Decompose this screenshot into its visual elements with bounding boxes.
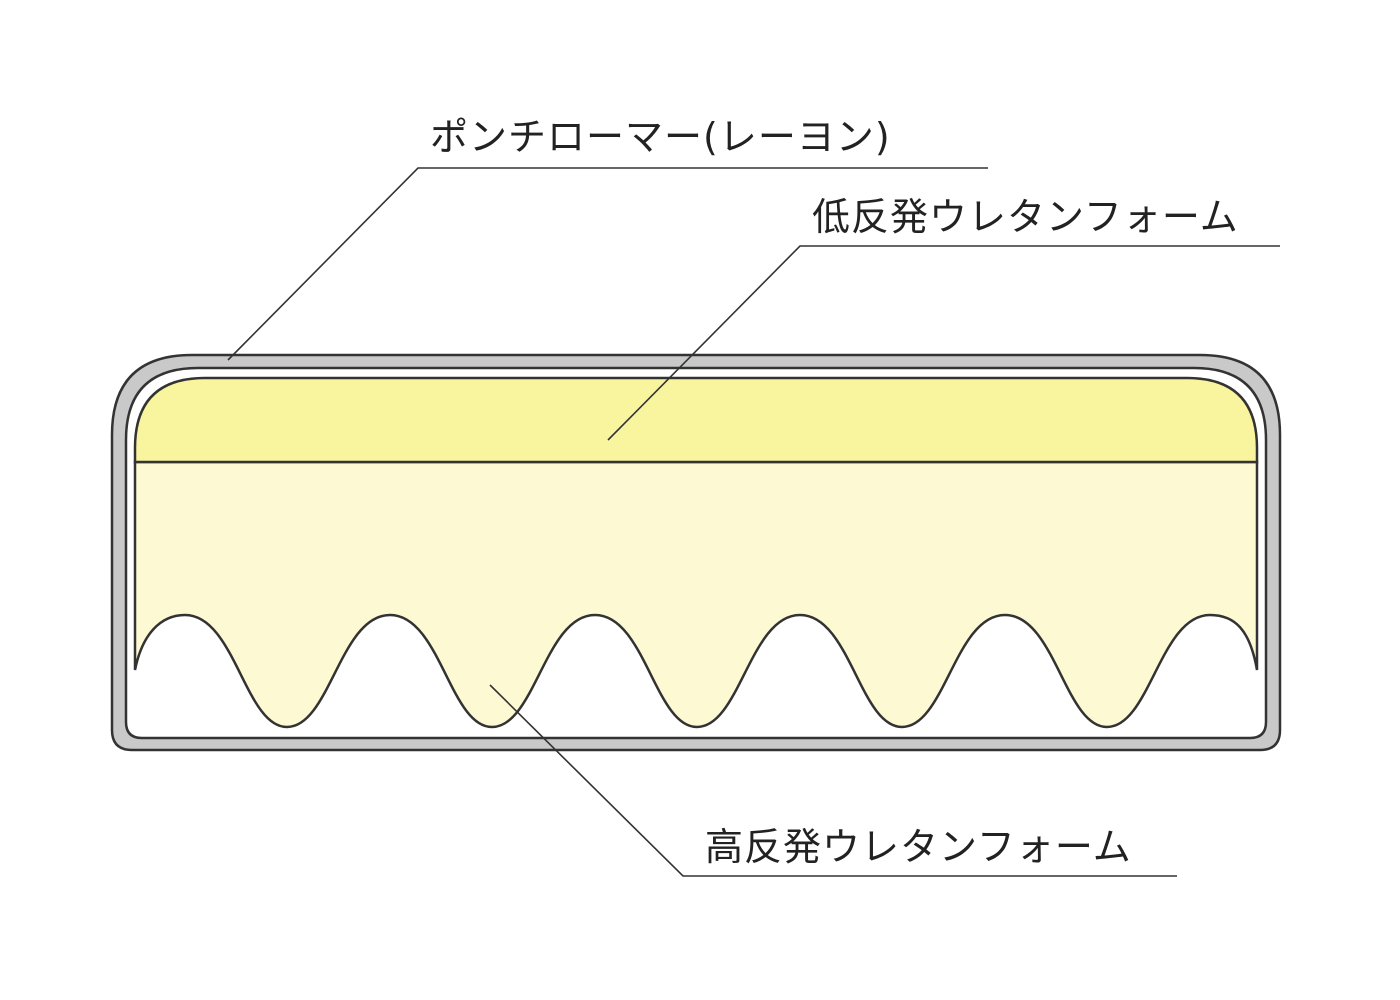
low-rebound-foam-layer	[133, 376, 1259, 464]
label-high-rebound-foam: 高反発ウレタンフォーム	[705, 825, 1132, 869]
leader-line-cover	[227, 167, 988, 361]
high-rebound-foam-layer	[133, 460, 1259, 729]
label-cover-fabric: ポンチローマー(レーヨン)	[430, 115, 891, 159]
leader-line-low-rebound	[607, 245, 1280, 441]
label-low-rebound-foam: 低反発ウレタンフォーム	[812, 195, 1239, 239]
leader-line-high-rebound	[489, 684, 1177, 877]
